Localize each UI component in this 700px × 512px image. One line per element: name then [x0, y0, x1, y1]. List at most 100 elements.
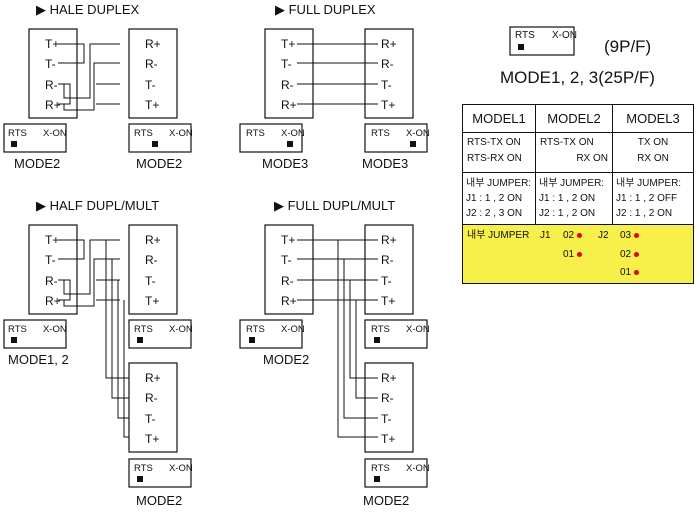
switch-indicator [152, 141, 158, 147]
table-header-model3: MODEL3 [612, 104, 694, 133]
wire [349, 280, 378, 379]
pin-label: T- [45, 253, 56, 267]
pin-label: R+ [381, 371, 397, 385]
pin-label: R- [145, 391, 158, 405]
connector-box [28, 224, 78, 315]
pin-label: R+ [281, 294, 297, 308]
switch-rts-label: RTS [134, 128, 153, 139]
mode-table: MODEL1 MODEL2 MODEL3 RTS-TX ON RTS-RX ON… [462, 104, 694, 284]
dip-switch-box [128, 319, 192, 349]
pin-label: R- [145, 57, 158, 71]
dip-switch-box [3, 123, 67, 153]
switch-xon-label: X-ON [281, 128, 305, 139]
jumper-j1-pin: 01 [563, 250, 583, 260]
pin-label: R+ [381, 37, 397, 51]
pin-label: T+ [145, 294, 160, 308]
table-cell-signals: TX ON RX ON [612, 132, 694, 173]
pin-label: R- [281, 78, 294, 92]
switch-rts-label: RTS [8, 324, 27, 335]
jumper-dot-icon [634, 269, 640, 275]
diagram-title-hale-duplex: ▶ HALE DUPLEX [36, 2, 140, 17]
wire [355, 300, 378, 399]
pin-label: R- [381, 391, 394, 405]
connector-box [264, 28, 314, 119]
dip-switch-box [364, 319, 428, 349]
wire [123, 300, 129, 438]
legend-switch-indicator [518, 44, 524, 50]
wire [58, 43, 85, 64]
pin-label: R+ [45, 98, 61, 112]
pin-label: R- [381, 253, 394, 267]
switch-rts-label: RTS [134, 324, 153, 335]
legend-switch-xon-label: X-ON [552, 30, 577, 41]
connector-box [364, 224, 414, 315]
switch-indicator [137, 337, 143, 343]
switch-indicator [374, 476, 380, 482]
pin-label: T+ [281, 233, 296, 247]
connector-box [364, 28, 414, 119]
mode-label: MODE3 [362, 156, 409, 171]
mode-label: MODE2 [136, 493, 183, 508]
switch-xon-label: X-ON [406, 463, 430, 474]
pin-label: T+ [281, 37, 296, 51]
switch-indicator [11, 141, 17, 147]
wire [63, 239, 120, 295]
jumper-j1-label: J1 [540, 230, 551, 241]
mode-label: MODE3 [262, 156, 309, 171]
switch-xon-label: X-ON [406, 324, 430, 335]
connector-box [128, 224, 178, 315]
table-cell-jumpers: 내부 JUMPER: J1 : 1 , 2 ON J2 : 2 , 3 ON [462, 172, 536, 225]
switch-indicator [287, 141, 293, 147]
pin-label: T- [145, 78, 156, 92]
pin-label: T- [381, 274, 392, 288]
switch-xon-label: X-ON [43, 324, 67, 335]
dip-switch-box [364, 123, 428, 153]
switch-rts-label: RTS [371, 324, 390, 335]
jumper-dot-icon [577, 251, 583, 257]
jumper-j1-pin: 02 [563, 231, 583, 241]
switch-xon-label: X-ON [43, 128, 67, 139]
legend-switch-rts-label: RTS [515, 30, 535, 41]
dip-switch-box [239, 123, 303, 153]
diagram-title-full-dupl-mult: ▶ FULL DUPL/MULT [274, 198, 396, 213]
pin-label: R+ [145, 371, 161, 385]
pin-label: T- [145, 412, 156, 426]
mode-label: MODE2 [136, 156, 183, 171]
table-cell-jumpers: 내부 JUMPER: J1 : 1 , 2 OFF J2 : 1 , 2 ON [612, 172, 694, 225]
connector-box [28, 28, 78, 119]
pin-label: R+ [281, 98, 297, 112]
table-header-model1: MODEL1 [462, 104, 536, 133]
pin-label: R+ [145, 233, 161, 247]
table-cell-signals: RTS-TX ON RX ON [535, 132, 613, 173]
switch-rts-label: RTS [371, 128, 390, 139]
table-cell-jumpers: 내부 JUMPER: J1 : 1 , 2 ON J2 : 1 , 2 ON [535, 172, 613, 225]
legend-dip-switch-box [509, 26, 575, 56]
wire [105, 240, 129, 379]
switch-xon-label: X-ON [281, 324, 305, 335]
switch-rts-label: RTS [246, 128, 265, 139]
jumper-j2-pin: 01 [620, 268, 640, 278]
switch-indicator [137, 476, 143, 482]
pin-label: R- [145, 253, 158, 267]
pin-label: T- [281, 253, 292, 267]
pin-label: R- [45, 274, 58, 288]
diagram-title-full-duplex: ▶ FULL DUPLEX [275, 2, 376, 17]
pin-label: T+ [145, 432, 160, 446]
pin-label: T+ [381, 432, 396, 446]
switch-rts-label: RTS [371, 463, 390, 474]
pin-label: R+ [45, 294, 61, 308]
jumper-j2-pin: 03 [620, 231, 640, 241]
switch-xon-label: X-ON [169, 324, 193, 335]
switch-rts-label: RTS [8, 128, 27, 139]
switch-rts-label: RTS [246, 324, 265, 335]
dip-switch-box [364, 458, 428, 488]
switch-xon-label: X-ON [169, 128, 193, 139]
mode-label: MODE1, 2 [8, 352, 69, 367]
wire [58, 239, 85, 260]
switch-xon-label: X-ON [406, 128, 430, 139]
connector-box [364, 362, 414, 453]
dip-switch-box [128, 458, 192, 488]
dip-switch-box [3, 319, 67, 349]
pin-label: R- [281, 274, 294, 288]
